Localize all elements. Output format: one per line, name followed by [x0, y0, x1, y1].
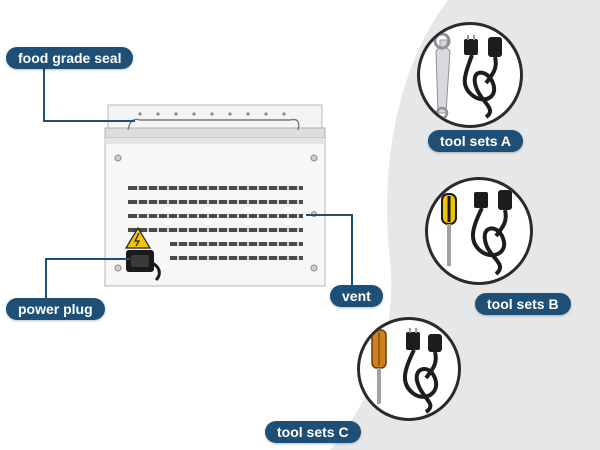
device-back-panel [104, 104, 326, 287]
plug-leader-line-h [45, 258, 130, 260]
tool-sets-c-label: tool sets C [265, 421, 361, 443]
power-cord-icon [462, 35, 502, 119]
vent-leader-line-h [306, 214, 353, 216]
tool-set-a-circle [417, 22, 523, 128]
wrench-icon [433, 32, 451, 120]
warning-icon [124, 226, 152, 249]
tool-sets-a-label: tool sets A [428, 130, 524, 152]
power-plug-label: power plug [6, 298, 105, 320]
vent-label: vent [330, 285, 383, 307]
power-cord-icon [403, 328, 442, 414]
screwdriver-icon [371, 329, 387, 404]
vent-leader-line-v [351, 214, 353, 288]
tool-sets-b-label: tool sets B [475, 293, 571, 315]
plug-leader-line-v [45, 258, 47, 302]
seal-leader-line-v [43, 68, 45, 120]
tool-set-c-circle [357, 317, 461, 421]
power-cord-icon [471, 190, 512, 276]
tool-set-b-circle [425, 177, 533, 285]
screwdriver-icon [441, 193, 457, 266]
food-grade-seal-label: food grade seal [6, 47, 134, 69]
seal-leader-line-h [43, 120, 135, 122]
